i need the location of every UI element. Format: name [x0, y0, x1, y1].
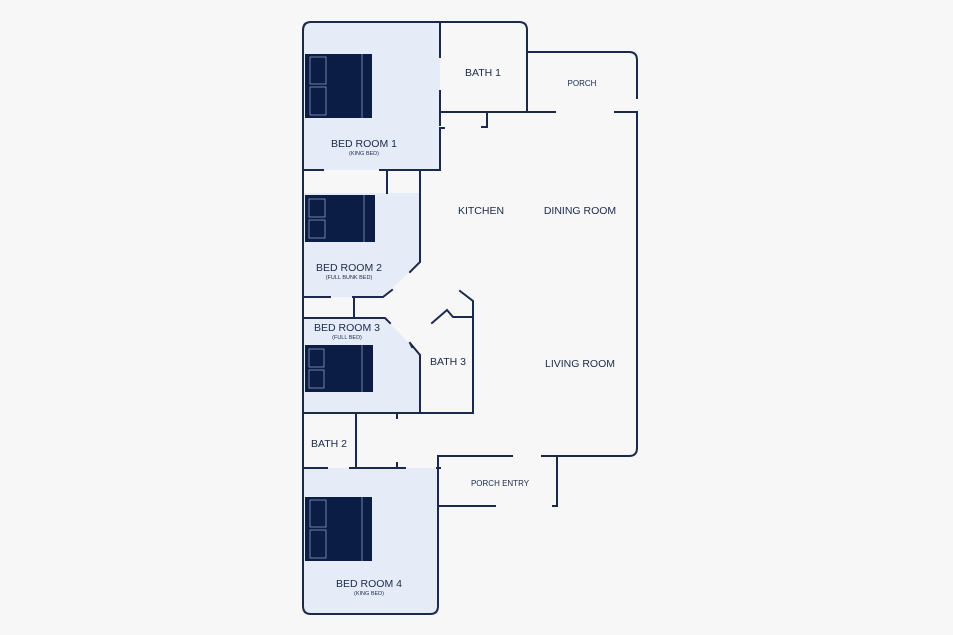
walls — [301, 21, 638, 615]
porch-entry-label: PORCH ENTRY — [471, 479, 530, 488]
kitchen-label: KITCHEN — [458, 205, 504, 217]
bedroom3-label: BED ROOM 3 — [314, 322, 380, 334]
bedroom2-sublabel: (FULL BUNK BED) — [326, 275, 373, 281]
bath2-label: BATH 2 — [311, 438, 347, 450]
bath3-label: BATH 3 — [430, 356, 466, 368]
dining-room-label: DINING ROOM — [544, 205, 616, 217]
bedroom1-sublabel: (KING BED) — [349, 151, 379, 157]
bed-bedroom4 — [305, 497, 372, 561]
bedroom3-sublabel: (FULL BED) — [332, 335, 362, 341]
living-room-label: LIVING ROOM — [545, 358, 615, 370]
bed-bedroom2 — [305, 195, 375, 242]
bedroom2-label: BED ROOM 2 — [316, 262, 382, 274]
bath1-label: BATH 1 — [465, 67, 501, 79]
bedroom4-label: BED ROOM 4 — [336, 578, 402, 590]
porch-label: PORCH — [568, 79, 597, 88]
bedroom1-label: BED ROOM 1 — [331, 138, 397, 150]
bed-bedroom1 — [305, 54, 372, 118]
bed-bedroom3 — [305, 345, 373, 392]
bedroom4-sublabel: (KING BED) — [354, 591, 384, 597]
